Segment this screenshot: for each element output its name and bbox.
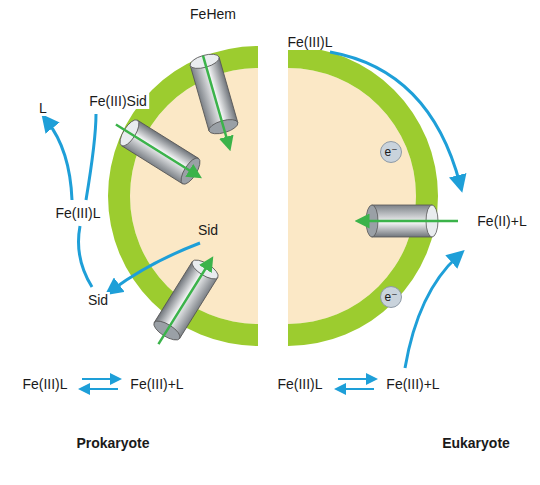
flux-arrow: [405, 256, 458, 368]
species-label: Fe(III)L: [285, 34, 334, 50]
flux-arrow: [79, 226, 93, 287]
cell-wall: [108, 46, 258, 346]
transporter: [146, 255, 222, 352]
electron-circle: e⁻: [380, 286, 402, 308]
species-label: Sid: [86, 292, 110, 308]
flux-arrow: [112, 243, 200, 290]
electron-circle: e⁻: [380, 141, 402, 163]
species-label: Sid: [196, 222, 220, 238]
electron-label: e⁻: [384, 291, 397, 303]
cell-wall: [288, 46, 438, 346]
species-label: L: [37, 100, 49, 116]
species-label: Fe(III)+L: [128, 376, 185, 392]
species-label: Fe(III)L: [20, 376, 69, 392]
flux-arrow: [47, 121, 72, 200]
transporter: [362, 205, 458, 237]
flux-arrow: [86, 114, 96, 200]
transporter: [189, 51, 243, 148]
species-label: Fe(III)+L: [384, 376, 441, 392]
species-label: Fe(III)Sid: [87, 93, 149, 109]
species-label: Fe(II)+L: [475, 213, 528, 229]
electron-label: e⁻: [384, 146, 397, 158]
species-label: Fe(III)L: [53, 205, 102, 221]
transporter: [108, 112, 204, 187]
panel-title: Eukaryote: [440, 435, 512, 451]
species-label: Fe(III)L: [275, 376, 324, 392]
flux-arrow: [330, 52, 460, 184]
species-label: FeHem: [188, 6, 238, 22]
equilibrium-arrows: [82, 379, 374, 389]
panel-title: Prokaryote: [74, 435, 151, 451]
